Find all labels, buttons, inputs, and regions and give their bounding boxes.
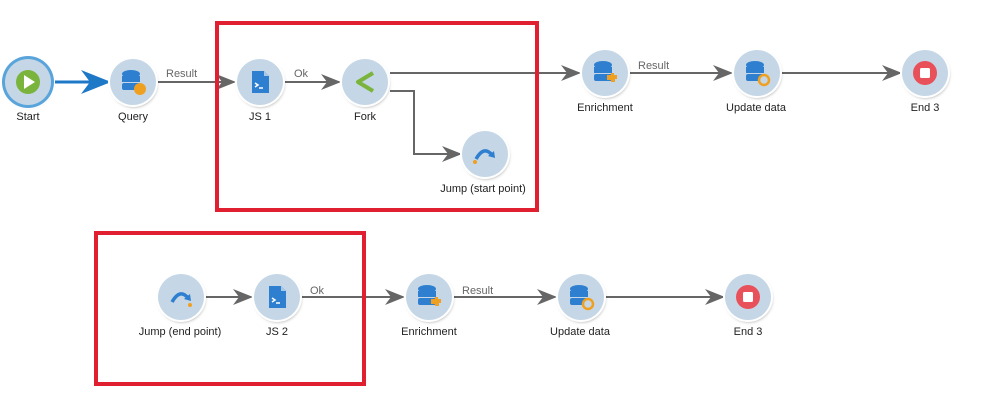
node-jump-end[interactable]	[158, 274, 204, 320]
node-label: Query	[118, 111, 148, 123]
node-label: Jump (end point)	[138, 326, 222, 338]
node-enrichment[interactable]	[582, 50, 628, 96]
play-icon	[16, 70, 40, 94]
node-update-data[interactable]	[734, 50, 780, 96]
node-label: Fork	[354, 111, 376, 123]
node-js1[interactable]	[237, 59, 283, 105]
database-icon	[122, 70, 146, 95]
script-icon	[252, 71, 269, 93]
node-label: Jump (start point)	[440, 183, 526, 195]
node-label: JS 2	[265, 326, 289, 338]
node-js2[interactable]	[254, 274, 300, 320]
node-label: Update data	[550, 326, 610, 338]
node-label: JS 1	[248, 111, 272, 123]
jump-icon	[170, 292, 192, 307]
node-update-data[interactable]	[558, 274, 604, 320]
enrichment-icon	[418, 285, 441, 306]
edge-label-result: Result	[166, 68, 198, 80]
stop-icon	[736, 285, 760, 309]
fork-icon	[356, 71, 375, 93]
node-fork[interactable]	[342, 59, 388, 105]
edge-label-ok: Ok	[294, 68, 309, 80]
node-jump-start[interactable]	[462, 131, 508, 177]
edge-label-result: Result	[462, 285, 494, 297]
node-query[interactable]	[110, 59, 156, 105]
edge-fork-jump[interactable]	[390, 90, 462, 162]
stop-icon	[913, 61, 937, 85]
node-start[interactable]	[5, 59, 51, 105]
highlight-frame-fork	[215, 21, 539, 212]
node-label: Enrichment	[577, 102, 633, 114]
node-label: Update data	[726, 102, 786, 114]
node-end[interactable]	[725, 274, 771, 320]
node-label: End 3	[733, 326, 763, 338]
node-end[interactable]	[902, 50, 948, 96]
highlight-frame-jump-end	[94, 231, 366, 386]
node-label: End 3	[910, 102, 940, 114]
edge-label-ok: Ok	[310, 285, 325, 297]
node-label: Start	[16, 111, 40, 123]
script-icon	[269, 286, 286, 308]
enrichment-icon	[594, 61, 617, 82]
edge-label-result: Result	[638, 60, 670, 72]
node-enrichment[interactable]	[406, 274, 452, 320]
jump-icon	[473, 149, 495, 164]
update-data-icon	[570, 285, 595, 311]
node-label: Enrichment	[401, 326, 457, 338]
update-data-icon	[746, 61, 771, 87]
